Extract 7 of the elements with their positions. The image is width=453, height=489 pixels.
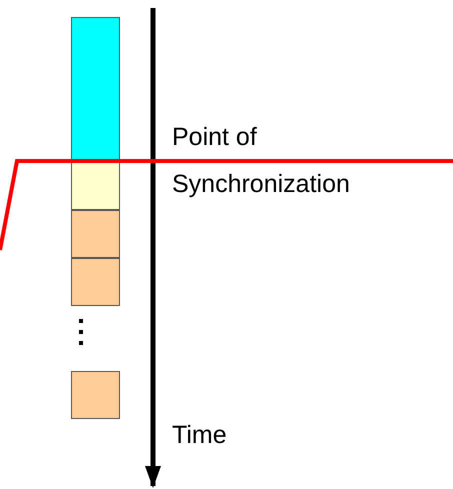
sync-point-label: Point of Synchronization [172, 122, 351, 200]
time-slot-block [71, 210, 120, 258]
axis-label: Time [172, 420, 228, 450]
time-slot-block [71, 258, 120, 306]
time-slot-block [71, 371, 120, 419]
time-slot-block [71, 160, 120, 210]
time-slot-block [71, 17, 120, 161]
